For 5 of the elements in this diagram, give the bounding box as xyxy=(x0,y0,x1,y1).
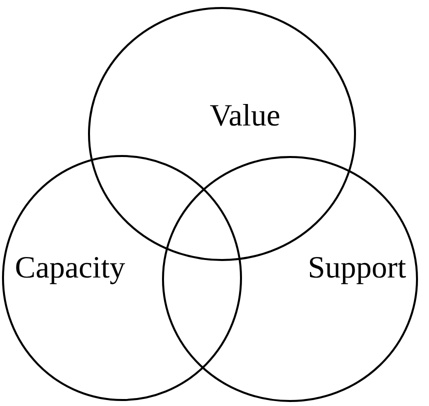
venn-circle xyxy=(162,156,418,402)
venn-circle xyxy=(2,155,242,401)
circle-label: Capacity xyxy=(14,252,126,282)
circle-label: Value xyxy=(210,100,280,130)
circle-label: Support xyxy=(308,252,406,282)
